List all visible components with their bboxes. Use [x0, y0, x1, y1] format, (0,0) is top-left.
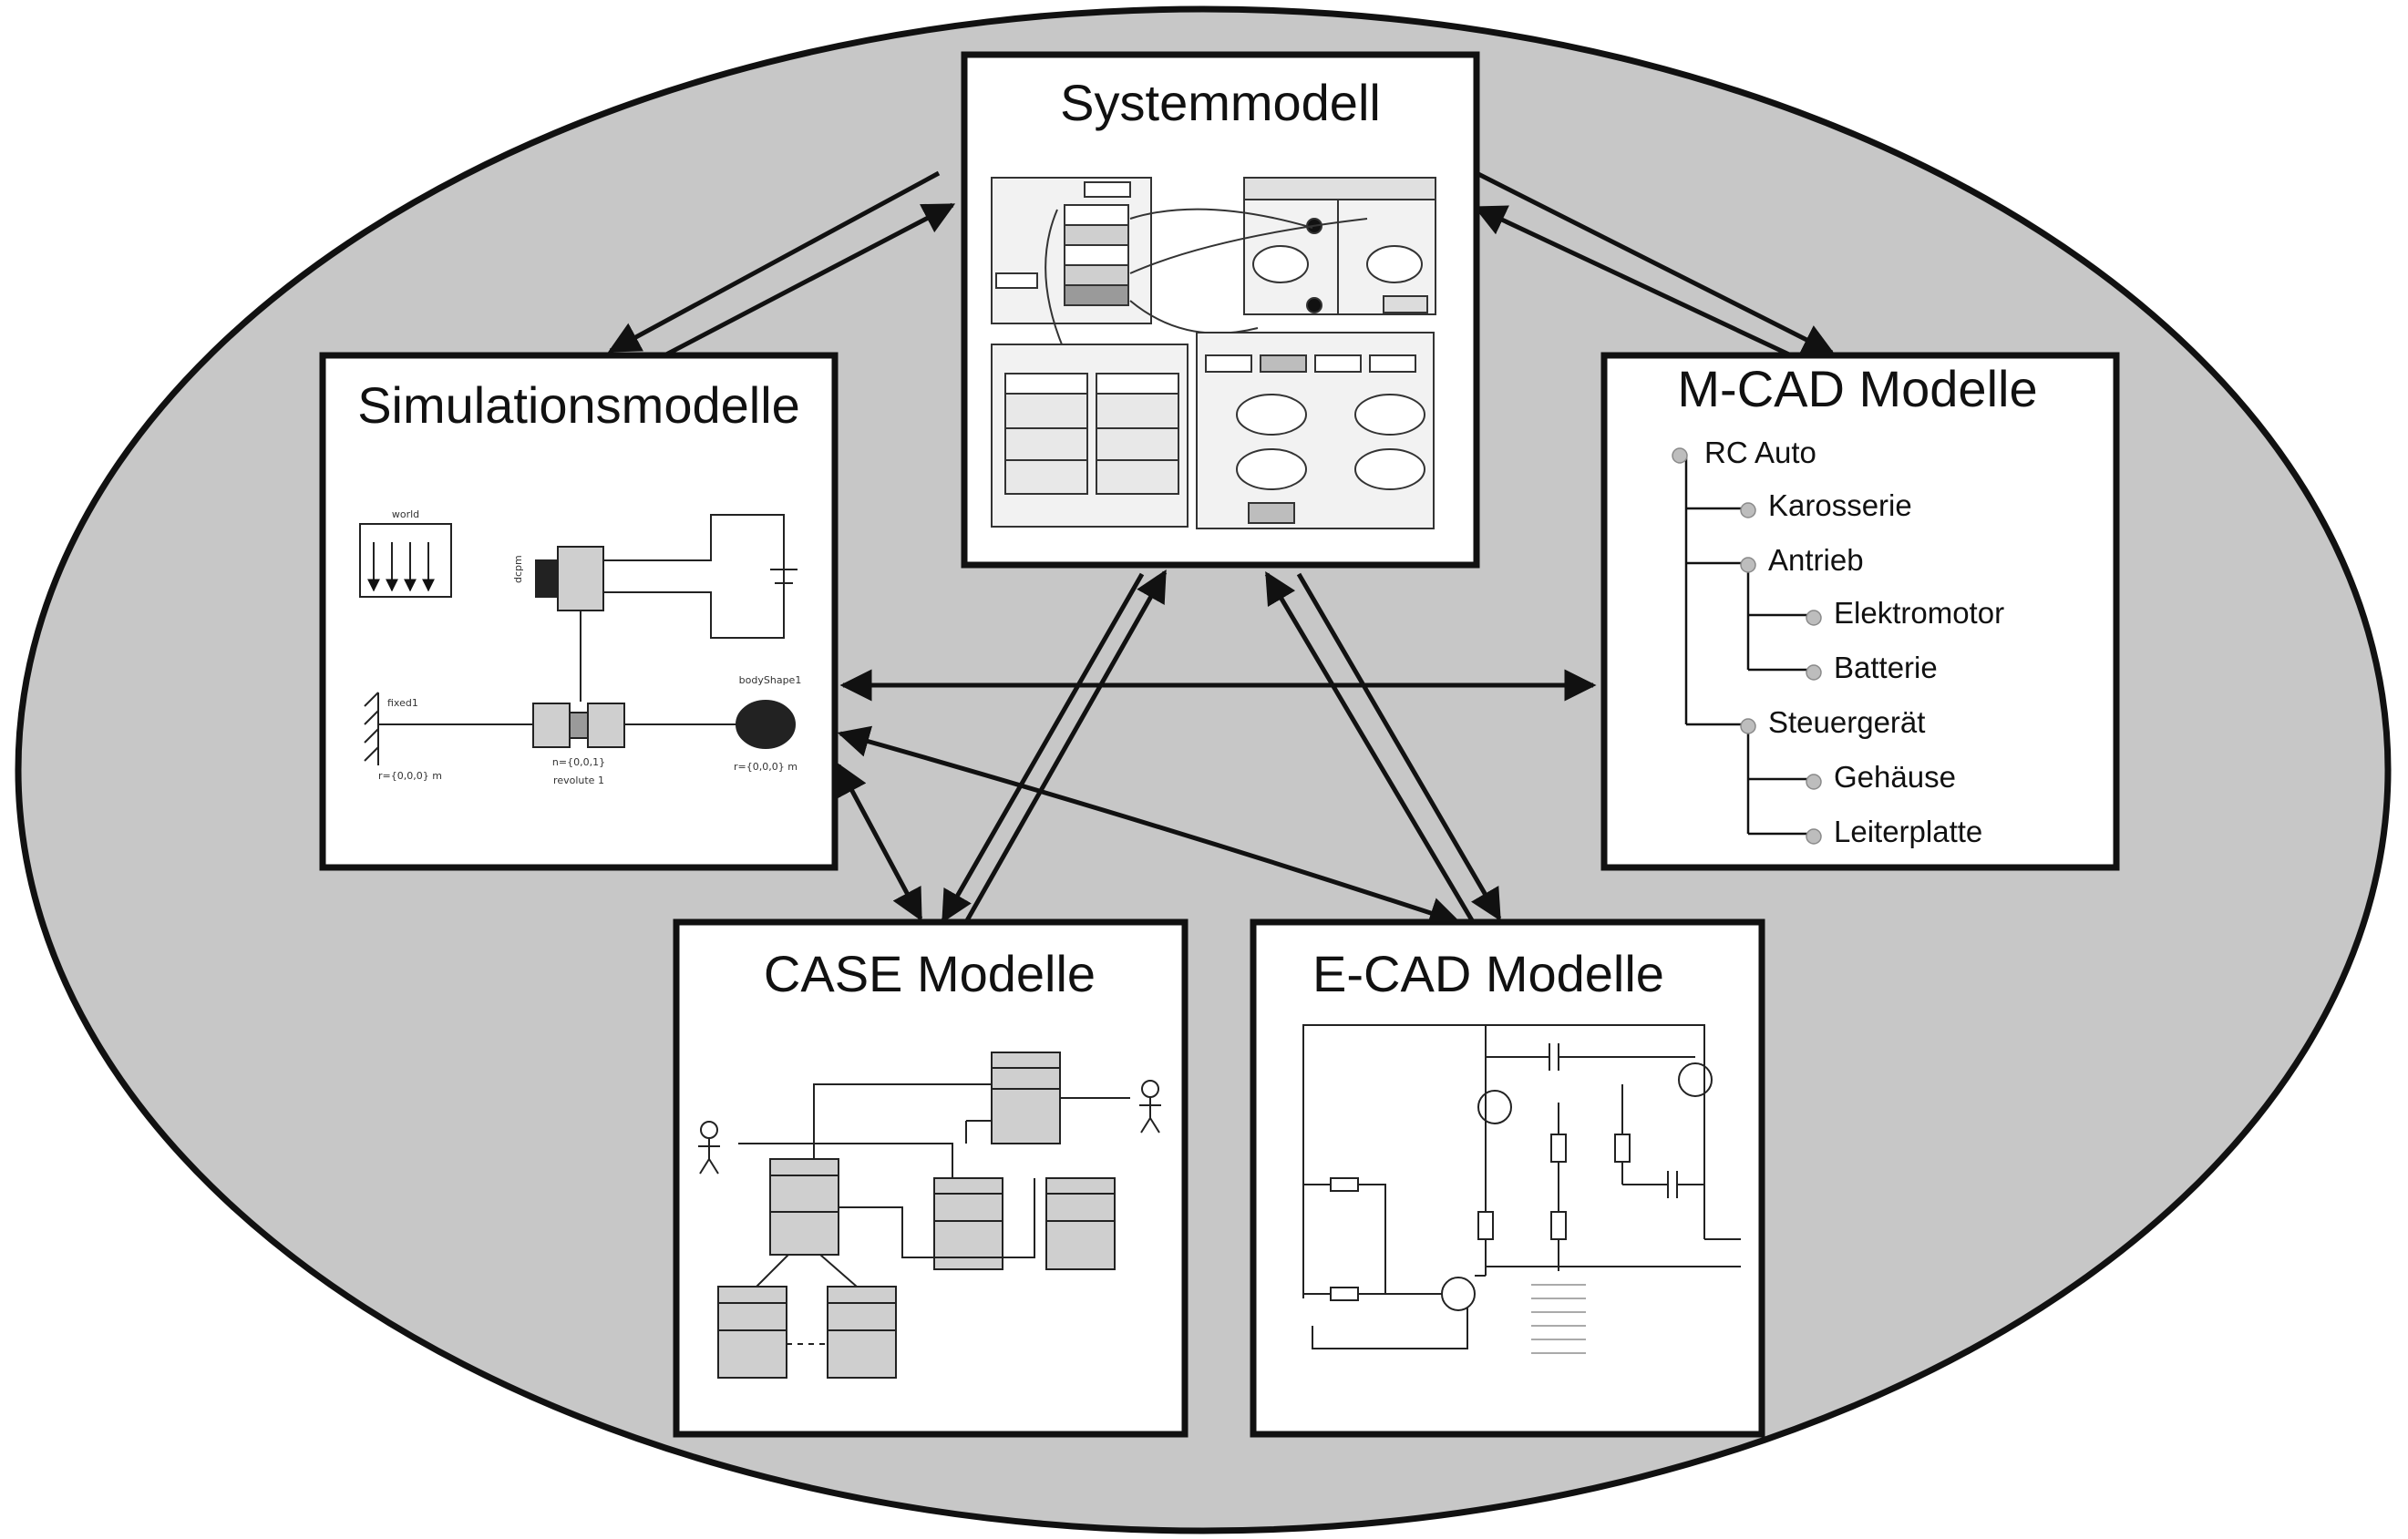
tree-item: Leiterplatte — [1834, 815, 1982, 848]
ecad-model-panel: E-CAD Modelle — [1250, 918, 1765, 1438]
revolute-label: revolute 1 — [553, 775, 604, 786]
tree-node-bullet-icon — [1740, 502, 1756, 518]
coord-a-label: r={0,0,0} m — [378, 770, 442, 782]
tree-item: Gehäuse — [1834, 760, 1956, 794]
resistor-icon — [1550, 1134, 1567, 1163]
arrow-simulation-to-system — [645, 202, 956, 367]
system-model-sketch — [991, 177, 1436, 529]
tree-node-bullet-icon — [1806, 774, 1822, 790]
tree-node-bullet-icon — [1672, 447, 1688, 464]
motor-icon — [557, 546, 604, 611]
arrow-mcad-to-system — [1473, 205, 1793, 358]
connections — [607, 170, 1836, 929]
simulation-model-sketch: world dcpm fixed1 bodyShape1 — [359, 508, 802, 786]
tree-item: Batterie — [1834, 651, 1938, 684]
mcad-model-panel: M-CAD Modelle — [1600, 352, 2120, 871]
transistor-icon — [1477, 1090, 1512, 1124]
tree-node-bullet-icon — [1806, 828, 1822, 845]
mcad-tree: RC Auto Karosserie Antrieb Elektromotor … — [1672, 436, 2004, 848]
resistor-icon — [1614, 1134, 1631, 1163]
world-label: world — [392, 508, 419, 520]
arrow-system-to-ecad — [1296, 572, 1502, 922]
tree-item: Steuergerät — [1768, 705, 1925, 739]
arrow-ecad-to-system — [1264, 570, 1475, 922]
stick-figure-icon — [698, 1121, 720, 1175]
case-model-sketch — [698, 1052, 1161, 1379]
arrow-case-to-system — [963, 569, 1168, 924]
fixed-label: fixed1 — [387, 697, 418, 709]
tree-item: Antrieb — [1768, 543, 1864, 577]
system-model-title: Systemmodell — [1060, 74, 1381, 131]
tree-node-bullet-icon — [1806, 664, 1822, 681]
tree-node-bullet-icon — [1740, 557, 1756, 573]
coord-b-label: n={0,0,1} — [552, 756, 605, 768]
tree-node-bullet-icon — [1740, 718, 1756, 734]
arrow-simulation-ecad — [837, 725, 1462, 929]
arrow-system-to-case — [941, 572, 1145, 924]
case-model-panel: CASE Modelle — [673, 918, 1189, 1438]
arrow-system-to-mcad — [1475, 170, 1836, 355]
transistor-icon — [1678, 1062, 1713, 1097]
tree-item: Karosserie — [1768, 488, 1912, 522]
body-label: bodyShape1 — [739, 674, 802, 686]
simulation-model-panel: Simulationsmodelle world dcpm fixed1 — [319, 352, 839, 871]
resistor-icon — [1550, 1211, 1567, 1240]
resistor-icon — [1477, 1211, 1494, 1240]
ecad-schematic — [1302, 1024, 1741, 1354]
tree-node-bullet-icon — [1806, 610, 1822, 626]
resistor-icon — [1330, 1177, 1359, 1192]
ecad-model-title: E-CAD Modelle — [1312, 945, 1664, 1002]
simulation-model-title: Simulationsmodelle — [357, 376, 800, 434]
case-model-title: CASE Modelle — [764, 945, 1096, 1002]
tree-item: Elektromotor — [1834, 596, 2004, 630]
stick-figure-icon — [1139, 1080, 1161, 1134]
resistor-icon — [1330, 1287, 1359, 1301]
coord-c-label: r={0,0,0} m — [734, 761, 798, 773]
arrow-system-to-simulation — [607, 170, 941, 354]
mcad-model-title: M-CAD Modelle — [1677, 360, 2037, 417]
motor-label: dcpm — [512, 555, 524, 583]
system-model-panel: Systemmodell — [961, 51, 1480, 569]
tree-item: RC Auto — [1704, 436, 1816, 469]
